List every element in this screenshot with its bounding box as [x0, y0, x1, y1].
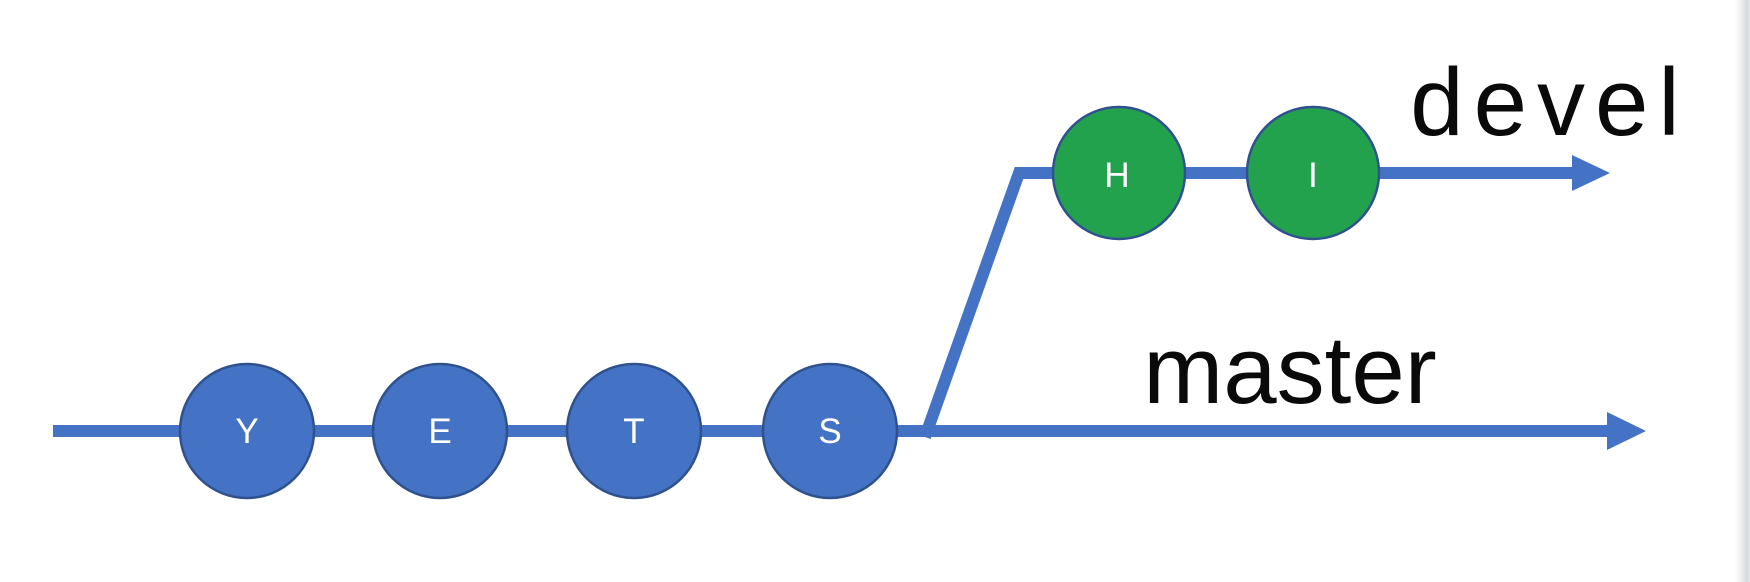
commit-node-i [1245, 105, 1381, 241]
master-commit-nodes: Y E T S [178, 362, 899, 500]
commit-node-t [565, 362, 703, 500]
devel-branch-line [919, 167, 1573, 440]
commit-node-e [371, 362, 509, 500]
window-edge-strip [1735, 0, 1750, 582]
commit-node-h [1051, 105, 1187, 241]
devel-arrowhead-icon [1572, 155, 1610, 191]
commit-label-s: S [818, 412, 841, 451]
master-arrowhead-icon [1607, 412, 1646, 450]
commit-label-e: E [428, 412, 451, 451]
commit-label-y: Y [235, 412, 258, 451]
commit-node-s [761, 362, 899, 500]
commit-label-h: H [1104, 156, 1129, 195]
master-branch-label: master [1143, 317, 1436, 424]
commit-label-i: I [1308, 156, 1318, 195]
commit-node-y [178, 362, 316, 500]
commit-label-t: T [623, 412, 644, 451]
devel-commit-nodes: H I [1051, 105, 1381, 241]
devel-branch-label: devel [1410, 49, 1690, 156]
